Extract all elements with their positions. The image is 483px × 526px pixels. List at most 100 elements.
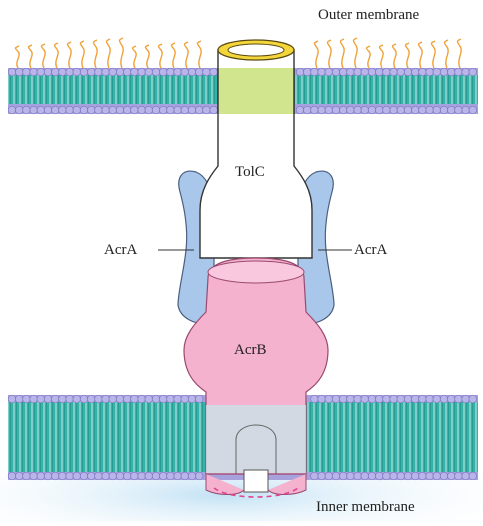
- lipid-head: [15, 68, 23, 76]
- lipid-head: [109, 68, 117, 76]
- lipid-head: [167, 106, 175, 114]
- lipid-head: [433, 472, 441, 480]
- lipid-head: [325, 106, 333, 114]
- tolc-label: TolC: [235, 165, 265, 180]
- lipid-head: [433, 106, 441, 114]
- lipid-head: [37, 106, 45, 114]
- lipid-head: [23, 68, 31, 76]
- lipid-head: [51, 68, 59, 76]
- lps-chain: [379, 45, 383, 68]
- lipid-head: [404, 395, 412, 403]
- lipid-head: [131, 472, 139, 480]
- lps-chain: [444, 40, 448, 68]
- lipid-head: [318, 472, 326, 480]
- lipid-head: [411, 472, 419, 480]
- lps-chain: [327, 40, 331, 68]
- lipid-head: [361, 472, 369, 480]
- lipid-head: [339, 395, 347, 403]
- lipid-head: [8, 395, 16, 403]
- lipid-head: [109, 106, 117, 114]
- lipid-head: [87, 395, 95, 403]
- lps-chain: [340, 39, 344, 68]
- lps-chain: [197, 41, 201, 68]
- lipid-head: [95, 106, 103, 114]
- lipid-head: [375, 472, 383, 480]
- lipid-head: [311, 395, 319, 403]
- lipid-head: [203, 68, 211, 76]
- lipid-head: [440, 68, 448, 76]
- lipid-head: [332, 68, 340, 76]
- lipid-head: [181, 68, 189, 76]
- lipid-head: [361, 106, 369, 114]
- lipid-head: [123, 395, 131, 403]
- lipid-head: [311, 68, 319, 76]
- lipid-head: [181, 395, 189, 403]
- lipid-head: [66, 395, 74, 403]
- lipid-head: [361, 395, 369, 403]
- lipid-head: [210, 68, 218, 76]
- lps-chain: [54, 43, 58, 68]
- lipid-head: [195, 68, 203, 76]
- lipid-head: [419, 472, 427, 480]
- lipid-head: [455, 68, 463, 76]
- lipid-head: [426, 68, 434, 76]
- lipid-head: [44, 106, 52, 114]
- lipid-head: [426, 472, 434, 480]
- lipid-head: [131, 68, 139, 76]
- lipid-head: [462, 472, 470, 480]
- lipid-head: [397, 68, 405, 76]
- lipid-head: [397, 106, 405, 114]
- outer-membrane-label: Outer membrane: [318, 8, 419, 23]
- lipid-head: [188, 68, 196, 76]
- lps-chain: [392, 44, 396, 68]
- lipid-head: [188, 395, 196, 403]
- lipid-head: [109, 472, 117, 480]
- lipid-head: [332, 395, 340, 403]
- lps-chain: [132, 46, 136, 68]
- lipid-head: [462, 68, 470, 76]
- lps-chain: [457, 39, 461, 68]
- lipid-head: [145, 106, 153, 114]
- lps-chain: [145, 45, 149, 68]
- lipid-head: [87, 472, 95, 480]
- lipid-head: [30, 472, 38, 480]
- lipid-head: [73, 395, 81, 403]
- lipid-head: [44, 68, 52, 76]
- lps-chain: [93, 40, 97, 68]
- acrb-label: AcrB: [234, 343, 267, 358]
- lipid-head: [51, 472, 59, 480]
- lipid-head: [131, 106, 139, 114]
- lipid-head: [167, 472, 175, 480]
- lipid-head: [411, 106, 419, 114]
- lipid-head: [15, 395, 23, 403]
- lipid-head: [440, 395, 448, 403]
- lps-chain: [106, 39, 110, 68]
- lipid-head: [95, 472, 103, 480]
- lps-chain: [418, 42, 422, 68]
- lipid-head: [339, 472, 347, 480]
- lipid-head: [383, 106, 391, 114]
- lipid-head: [426, 395, 434, 403]
- lipid-head: [145, 395, 153, 403]
- lipid-head: [440, 106, 448, 114]
- lipid-head: [375, 68, 383, 76]
- lps-chain: [405, 43, 409, 68]
- lipid-head: [145, 472, 153, 480]
- lipid-head: [174, 472, 182, 480]
- lipid-head: [455, 395, 463, 403]
- lipid-head: [433, 68, 441, 76]
- lipid-head: [109, 395, 117, 403]
- lps-chain: [431, 41, 435, 68]
- lipid-head: [80, 395, 88, 403]
- lipid-head: [138, 395, 146, 403]
- lipid-head: [30, 68, 38, 76]
- lipid-head: [354, 106, 362, 114]
- lps-chain: [80, 41, 84, 68]
- lipid-head: [447, 472, 455, 480]
- lipid-head: [311, 472, 319, 480]
- acra-left-label: AcrA: [104, 243, 137, 258]
- lipid-head: [23, 106, 31, 114]
- lipid-head: [152, 68, 160, 76]
- lipid-head: [152, 472, 160, 480]
- lipid-head: [447, 395, 455, 403]
